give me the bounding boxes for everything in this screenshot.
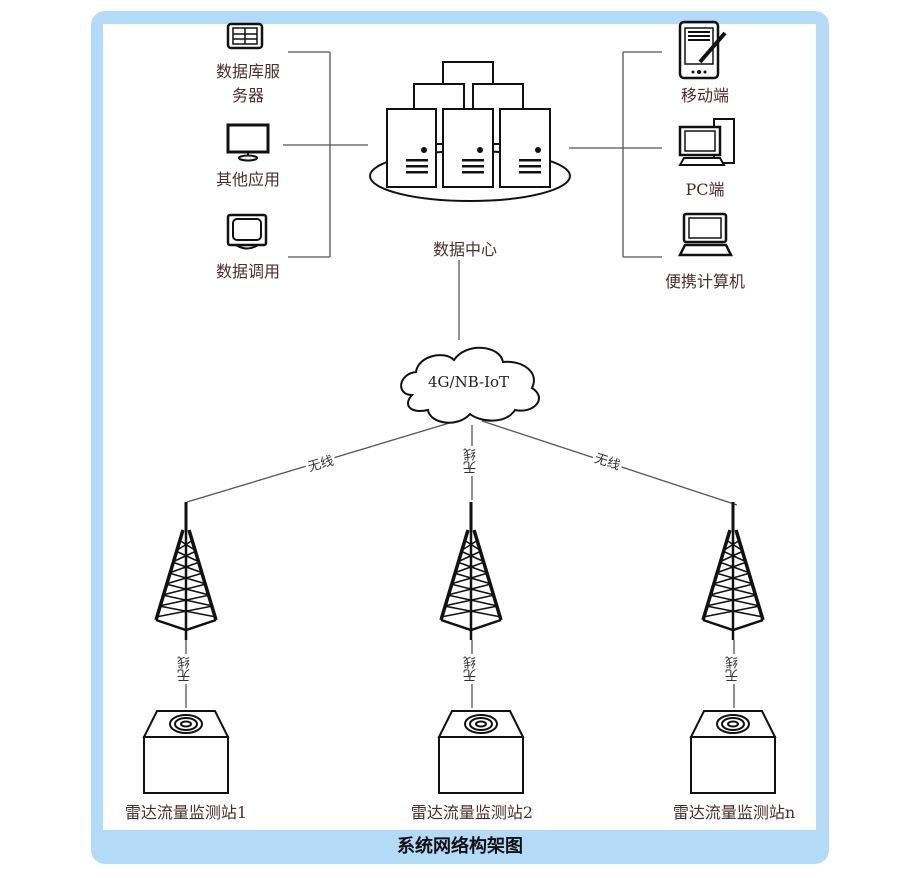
radio-tower-icon <box>439 502 503 640</box>
label-laptop: 便携计算机 <box>664 272 745 291</box>
label-station-2: 雷达流量监测站2 <box>410 803 534 822</box>
link-label-station2: 无线 <box>464 654 479 684</box>
label-pc: PC端 <box>685 180 725 199</box>
label-network: 4G/NB-IoT <box>428 373 510 391</box>
label-other-apps: 其他应用 <box>215 170 280 189</box>
pda-pen-icon <box>678 20 727 80</box>
monitor-icon <box>226 123 270 162</box>
desktop-pc-icon <box>678 118 735 166</box>
label-station-n: 雷达流量监测站n <box>672 803 796 822</box>
label-database-server-line2: 务器 <box>231 86 264 105</box>
database-server-icon <box>226 22 264 50</box>
radar-station-icon <box>142 710 230 794</box>
radio-tower-icon <box>154 502 218 640</box>
data-center-servers-icon <box>369 61 571 202</box>
diagram-caption: 系统网络构架图 <box>397 836 523 857</box>
label-data-call: 数据调用 <box>215 262 280 281</box>
crt-monitor-icon <box>226 213 268 250</box>
label-data-center: 数据中心 <box>432 240 497 259</box>
label-station-1: 雷达流量监测站1 <box>124 803 248 822</box>
radio-tower-icon <box>701 502 765 640</box>
label-database-server-line1: 数据库服 <box>215 62 280 81</box>
link-label-center: 无线 <box>464 446 479 476</box>
laptop-icon <box>677 212 734 257</box>
label-mobile: 移动端 <box>680 86 729 105</box>
radar-station-icon <box>437 710 525 794</box>
link-label-station1: 无线 <box>178 654 193 684</box>
link-label-station3: 无线 <box>726 654 741 684</box>
radar-station-icon <box>689 710 777 794</box>
cloud-icon <box>400 346 540 424</box>
